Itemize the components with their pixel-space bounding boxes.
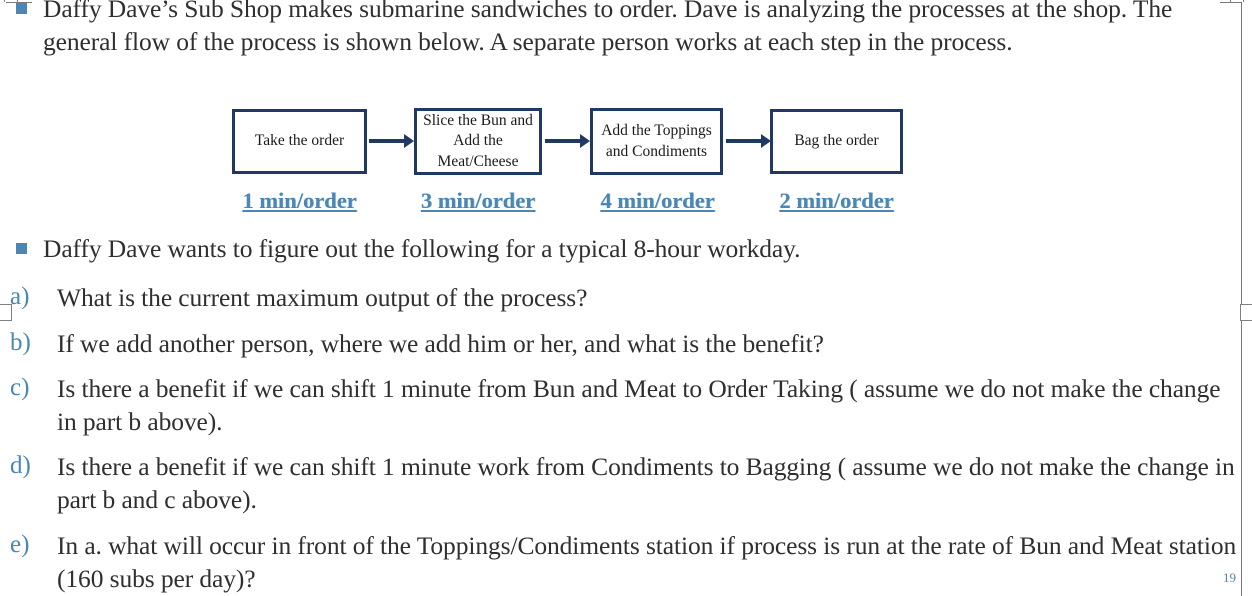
list-marker-b: b) xyxy=(10,329,31,356)
intro-text: Daffy Dave’s Sub Shop makes submarine sa… xyxy=(43,0,1173,57)
question-text-c: Is there a benefit if we can shift 1 min… xyxy=(57,374,1221,437)
process-box-label: Add the Toppings and Condiments xyxy=(601,121,712,160)
bullet-paragraph-workday: Daffy Dave wants to figure out the follo… xyxy=(16,232,1016,265)
textbox-frame-right-edge xyxy=(1241,0,1242,596)
question-text-d: Is there a benefit if we can shift 1 min… xyxy=(57,452,1235,515)
textbox-frame-top-left-edge xyxy=(6,2,32,3)
question-text-e: In a. what will occur in front of the To… xyxy=(57,531,1237,594)
question-item-d: d) Is there a benefit if we can shift 1 … xyxy=(10,450,1245,516)
process-box-label: Slice the Bun and Add the Meat/Cheese xyxy=(423,111,533,170)
page-number: 19 xyxy=(1223,570,1236,585)
textbox-frame-top-right-edge xyxy=(1220,2,1242,3)
process-rate-slice-the-bun: 3 min/order xyxy=(420,188,536,213)
question-item-a: a) What is the current maximum output of… xyxy=(10,281,1240,314)
process-rate-bag-the-order: 2 min/order xyxy=(779,188,894,213)
process-box-slice-the-bun: Slice the Bun and Add the Meat/Cheese xyxy=(414,108,542,175)
process-rate-add-the-toppings: 4 min/order xyxy=(600,188,715,213)
flow-arrow-3 xyxy=(726,134,771,148)
flow-arrow-1 xyxy=(369,134,414,148)
resize-handle-top-right[interactable] xyxy=(1230,0,1244,2)
process-box-add-the-toppings: Add the Toppings and Condiments xyxy=(590,108,723,175)
question-text-a: What is the current maximum output of th… xyxy=(57,283,588,312)
square-bullet-icon xyxy=(16,3,27,14)
question-item-b: b) If we add another person, where we ad… xyxy=(10,327,1240,360)
process-box-take-the-order: Take the order xyxy=(232,109,367,174)
process-box-bag-the-order: Bag the order xyxy=(770,109,903,174)
square-bullet-icon xyxy=(16,243,27,254)
question-text-b: If we add another person, where we add h… xyxy=(57,329,824,358)
resize-handle-top-left[interactable] xyxy=(4,0,18,2)
list-marker-d: d) xyxy=(10,452,31,479)
list-marker-e: e) xyxy=(10,531,30,558)
workday-text: Daffy Dave wants to figure out the follo… xyxy=(43,234,801,263)
resize-handle-left-middle[interactable] xyxy=(0,304,12,321)
process-rate-take-the-order: 1 min/order xyxy=(242,188,357,213)
process-box-label: Bag the order xyxy=(794,132,879,150)
flow-arrow-2 xyxy=(545,134,590,148)
list-marker-c: c) xyxy=(10,374,30,401)
question-item-e: e) In a. what will occur in front of the… xyxy=(10,529,1240,595)
resize-handle-right-middle[interactable] xyxy=(1240,304,1252,321)
bullet-paragraph-intro: Daffy Dave’s Sub Shop makes submarine sa… xyxy=(16,0,1231,58)
process-box-label: Take the order xyxy=(254,132,345,150)
list-marker-a: a) xyxy=(10,283,30,310)
question-item-c: c) Is there a benefit if we can shift 1 … xyxy=(10,372,1240,438)
